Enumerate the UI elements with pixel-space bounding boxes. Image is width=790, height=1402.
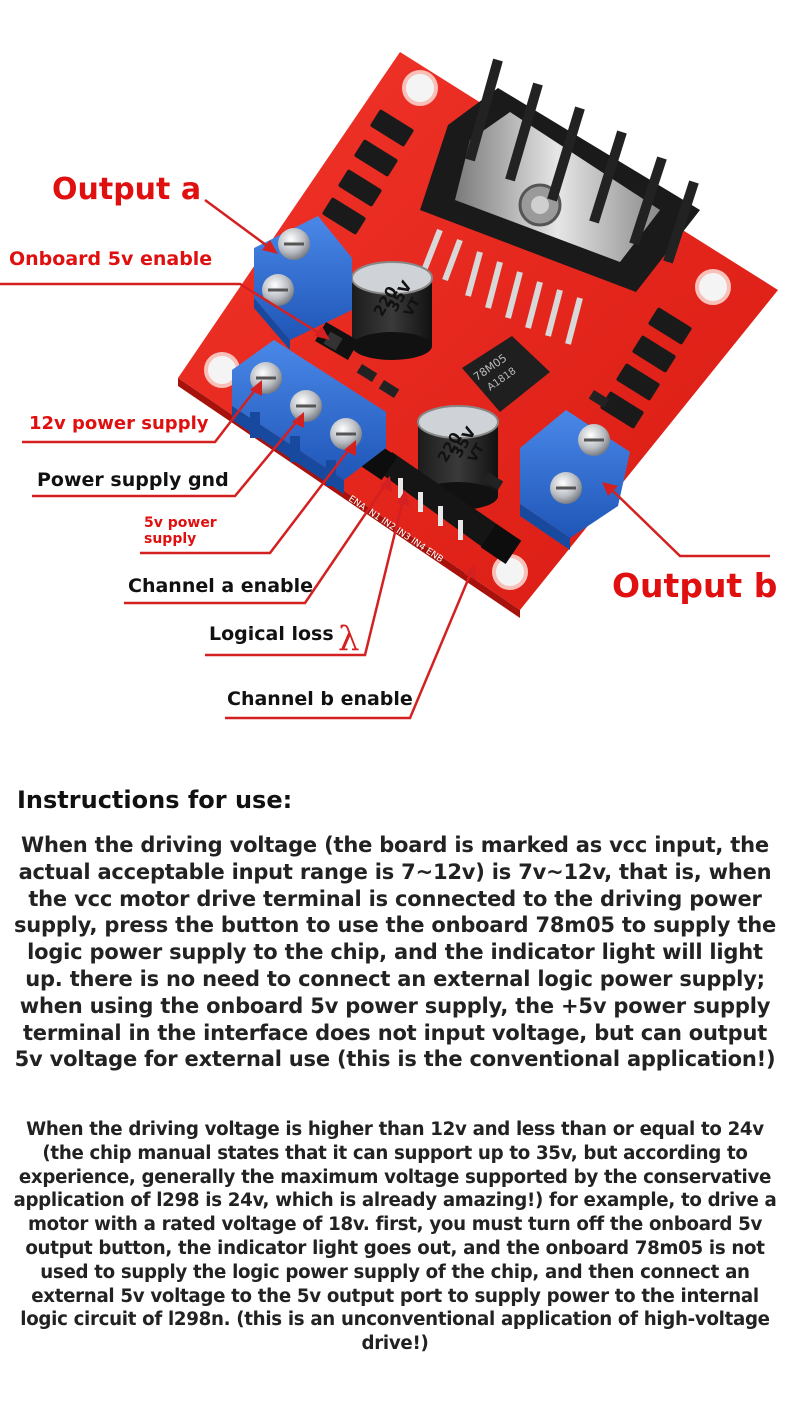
label-onboard-5v-enable: Onboard 5v enable [9, 248, 213, 270]
chip-legs [422, 228, 583, 345]
label-power-supply-gnd: Power supply gnd [37, 469, 229, 491]
leader-12v [22, 389, 256, 444]
instructions-title: Instructions for use: [17, 786, 293, 814]
leader-gnd [32, 419, 299, 498]
label-output-b: Output b [612, 566, 778, 605]
label-output-a: Output a [52, 172, 202, 207]
l298n-board-illustration: 220 35V VT 78M05 A1818 220 35V VT [0, 52, 778, 720]
label-12v-power-supply: 12v power supply [29, 413, 209, 434]
label-5v-power-line2: supply [144, 531, 197, 547]
diodes-right [600, 307, 692, 429]
label-channel-b-enable: Channel b enable [227, 688, 413, 710]
instructions-paragraph-1: When the driving voltage (the board is m… [13, 833, 777, 1072]
leader-output-b [609, 487, 770, 558]
leader-output-a [204, 198, 271, 250]
lambda-mark: λ [338, 619, 360, 659]
leader-channel-a-enable [124, 484, 387, 605]
jumper-5v-enable [315, 321, 359, 361]
label-5v-power-supply: 5v power supply [144, 515, 217, 547]
instructions-paragraph-2: When the driving voltage is higher than … [13, 1119, 777, 1355]
leader-logical-loss [205, 499, 405, 657]
module-diagram: 220 35V VT 78M05 A1818 220 35V VT [0, 52, 778, 720]
terminal-power [232, 340, 386, 494]
heatsink [420, 58, 700, 292]
label-channel-a-enable: Channel a enable [128, 575, 314, 597]
arrowheads [250, 240, 618, 580]
label-logical-loss: Logical loss [209, 623, 334, 645]
terminal-output-b [520, 410, 630, 550]
leader-lines [0, 198, 770, 720]
smd-parts [356, 363, 610, 491]
regulator-78m05: 78M05 A1818 [462, 336, 550, 412]
leader-onboard-5v-enable [0, 282, 323, 337]
capacitor-1: 220 35V VT [351, 261, 433, 360]
leader-channel-b-enable [225, 574, 472, 720]
label-5v-power-line1: 5v power [144, 515, 217, 531]
leader-5v-supply [140, 447, 351, 555]
diodes-top-left [322, 109, 414, 235]
